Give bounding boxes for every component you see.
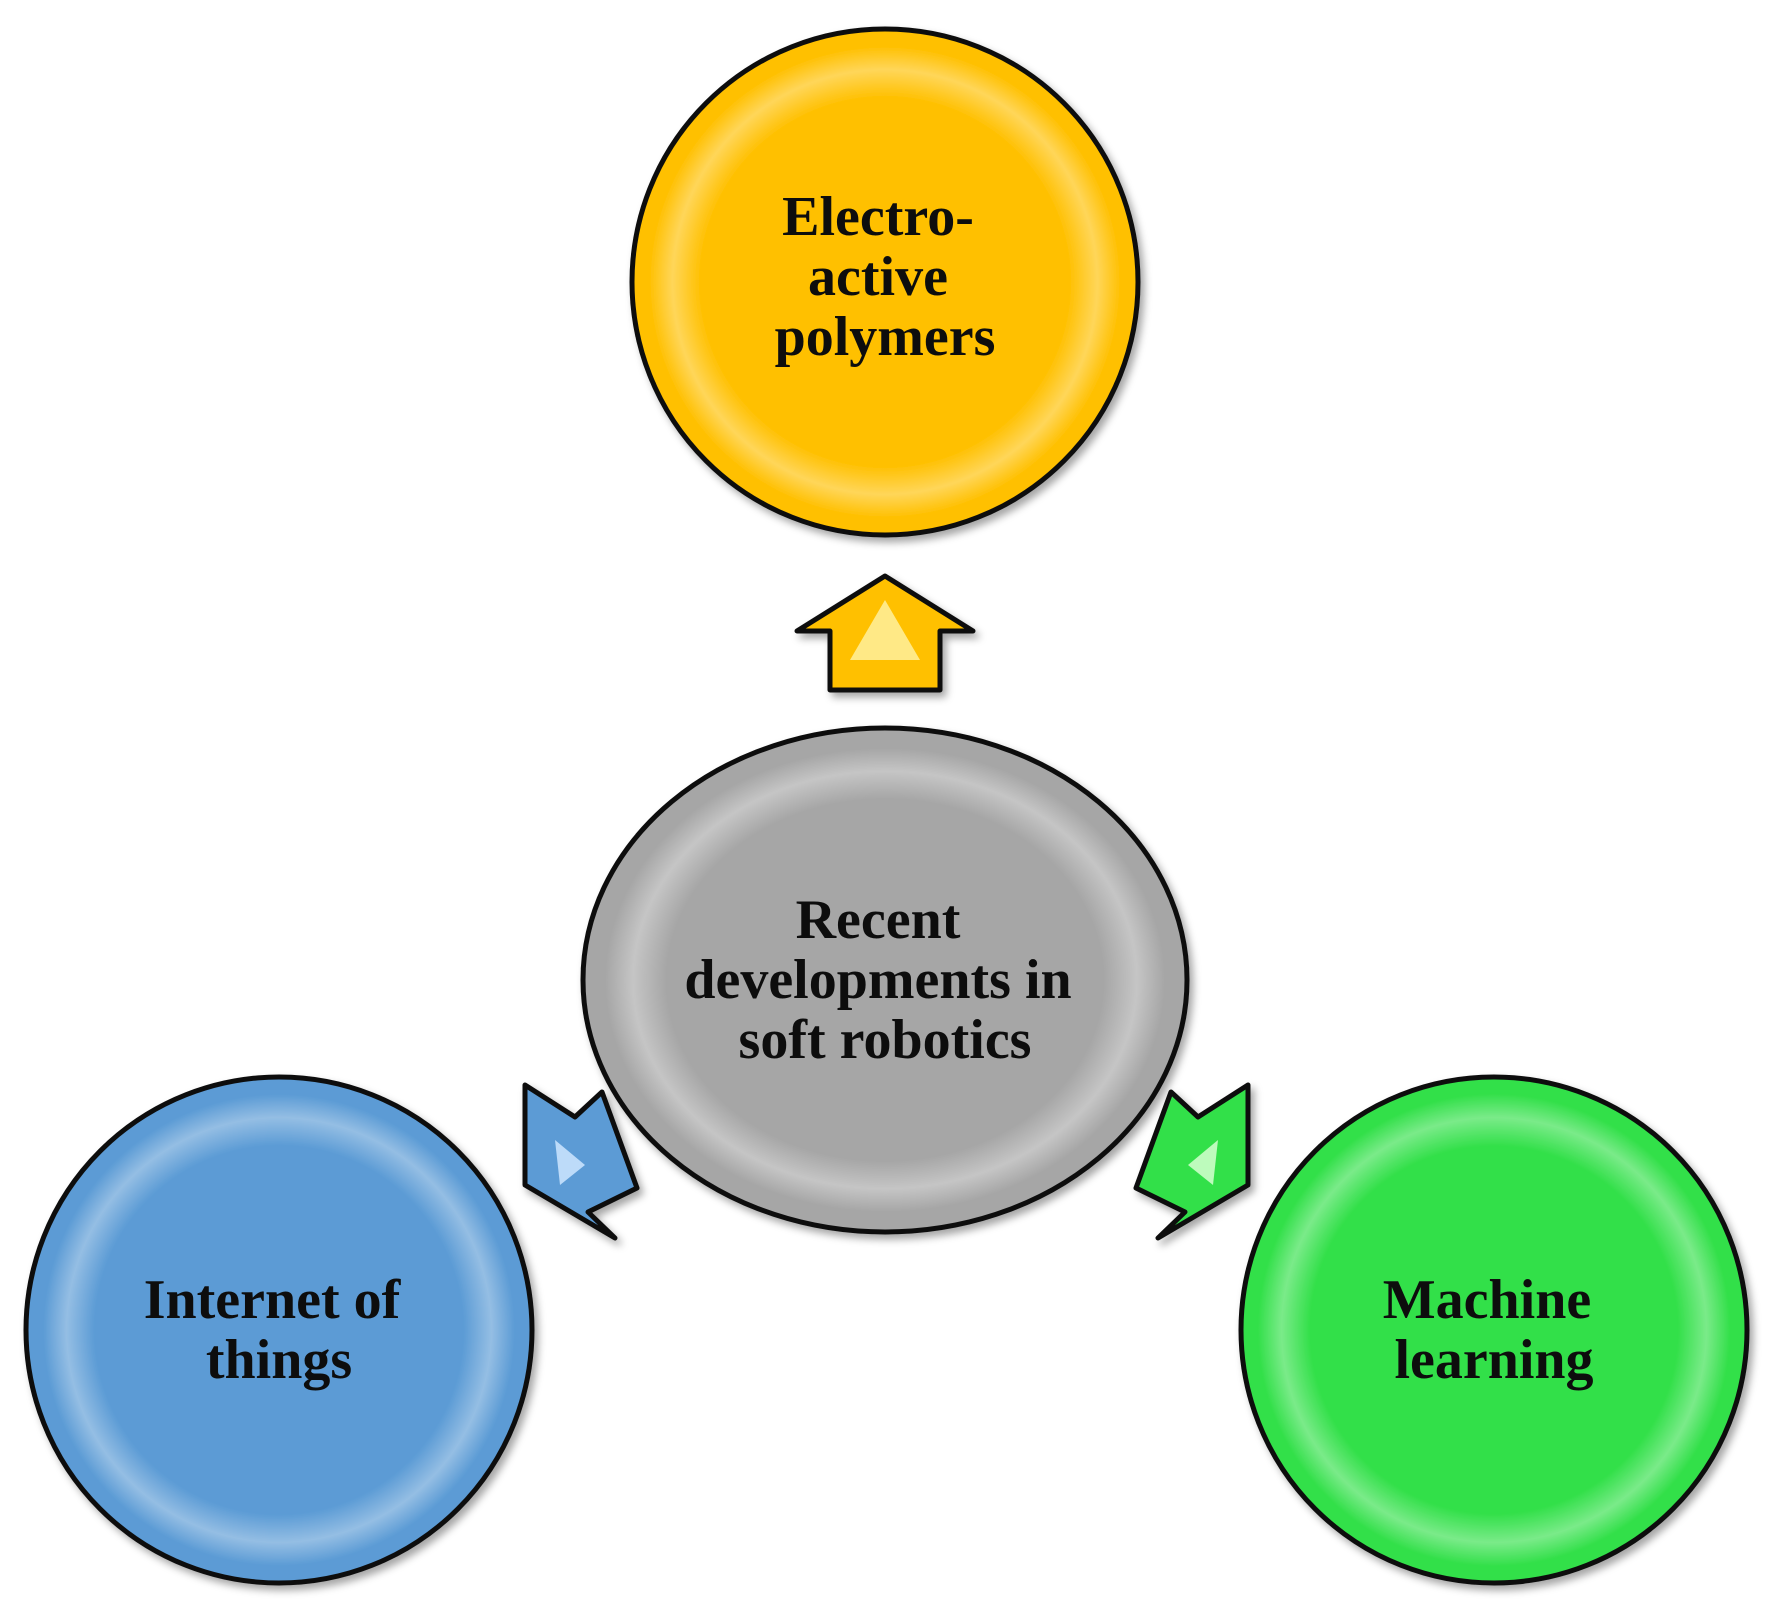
center-label-line: Recent [796,889,961,951]
svg-text:Electro- active po: Electro- active polymers [775,186,996,368]
arrow-to-internet-of-things [522,1082,640,1241]
center-label-line: soft robotics [739,1009,1032,1071]
svg-text:Machine learning: Machine learning [1383,1269,1605,1391]
node-label-line: Machine [1383,1269,1591,1331]
node-label-line: Electro- [782,186,974,248]
arrow-to-electro-active-polymers [794,573,976,693]
node-electro-active-polymers: Electro- active polymers [629,26,1141,538]
center-label-line: developments in [684,949,1071,1011]
svg-text:Recent developments in: Recent developments in soft robotics [684,889,1085,1071]
node-label-line: things [206,1329,352,1391]
center-node: Recent developments in soft robotics [580,725,1190,1235]
svg-text:Internet of things: Internet of things [144,1269,415,1391]
arrow-to-machine-learning [1133,1082,1251,1241]
node-label-line: active [808,246,948,308]
node-label-line: learning [1394,1329,1593,1391]
node-label-line: Internet of [144,1269,402,1331]
node-internet-of-things: Internet of things [23,1074,535,1586]
node-machine-learning: Machine learning [1238,1074,1750,1586]
node-label-line: polymers [775,306,996,368]
